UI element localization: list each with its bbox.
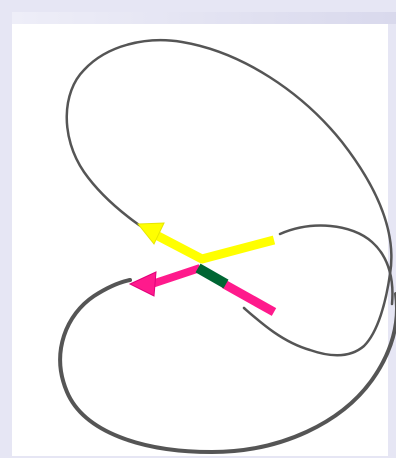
curve-lower-lobe [60,280,396,452]
top-strip [12,12,396,24]
green-overlap-segment [198,268,226,284]
magenta-arrow-shaft [224,284,274,312]
magenta-arrow-shaft-left [152,268,200,284]
curve-inner-loop [280,226,392,304]
yellow-arrow-shaft [158,236,274,259]
knot-diagram [24,24,396,458]
magenta-arrowhead [130,272,156,296]
curve-upper-lobe [67,40,392,355]
